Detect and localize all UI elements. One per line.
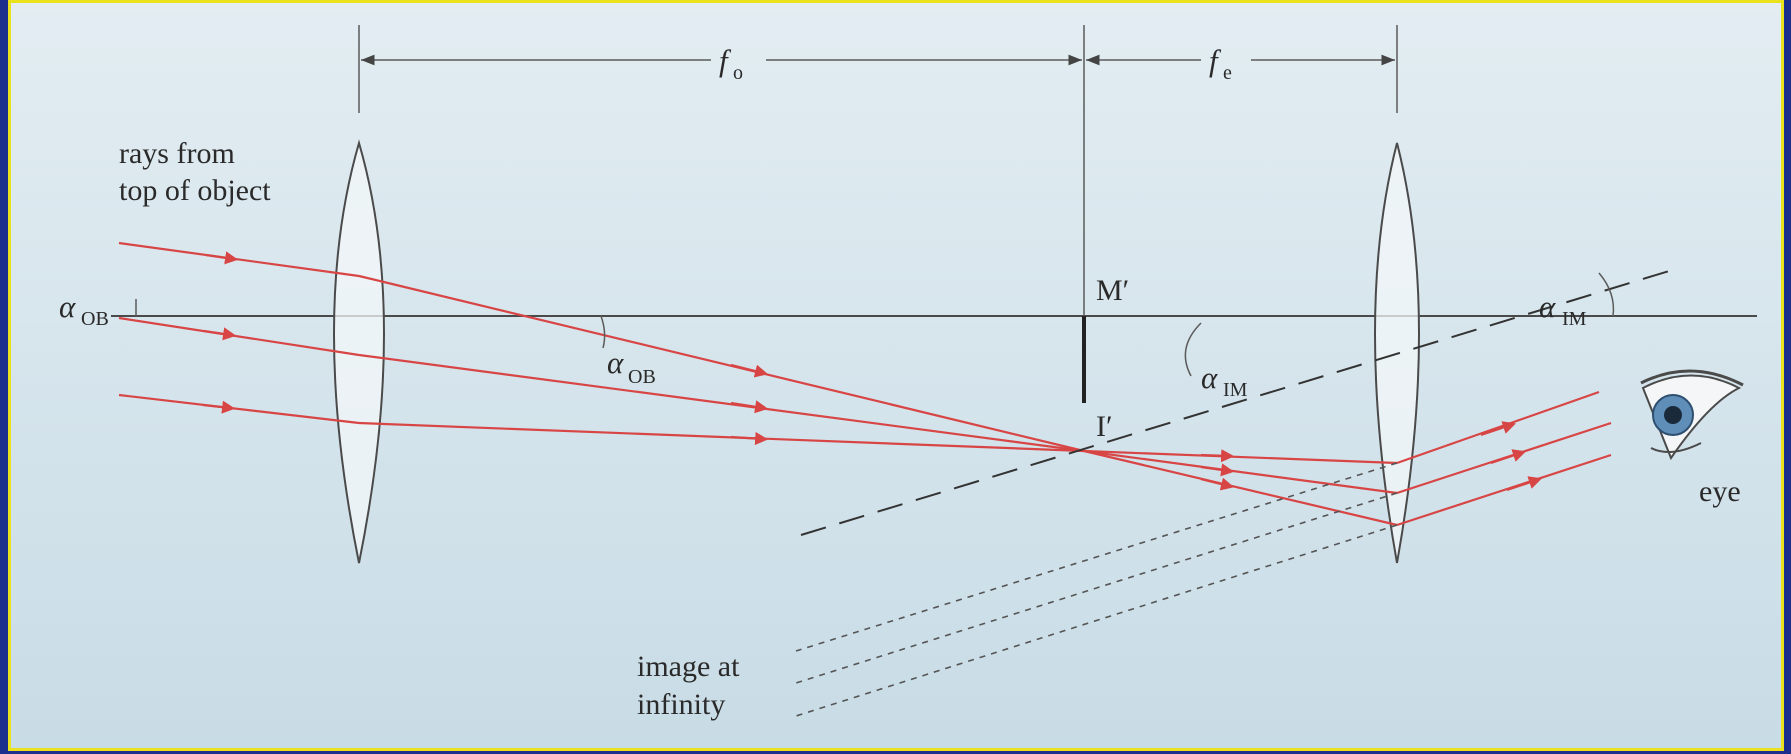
fe-label: f <box>1209 43 1222 78</box>
angle-arc-center <box>600 315 606 349</box>
i-prime-label: I′ <box>1096 410 1113 443</box>
alpha-ob-center-sub: OB <box>628 366 656 388</box>
arrow-diverging-middle <box>1200 463 1235 477</box>
fe-subscript: e <box>1223 62 1232 84</box>
image-direction-line <box>800 267 1680 536</box>
incoming-ray-top <box>118 241 360 278</box>
dotted-extension-bottom <box>795 524 1398 717</box>
arrow-converging-top <box>730 363 769 378</box>
image-label-line1: image at <box>637 650 740 683</box>
alpha-im-right-label: α <box>1539 289 1556 324</box>
exit-ray-bottom <box>1396 453 1612 527</box>
telescope-ray-diagram: f o f e rays from top of object α OB <box>59 25 1757 721</box>
eye-label: eye <box>1699 475 1741 508</box>
converging-ray-bottom <box>358 421 1085 453</box>
arrow-incoming-middle <box>203 327 237 341</box>
arrow-exit-bottom <box>1506 476 1543 492</box>
arrow-incoming-bottom <box>202 400 236 414</box>
eye-icon <box>1640 369 1744 461</box>
arrow-converging-middle <box>730 400 769 414</box>
arrow-converging-bottom <box>730 431 769 446</box>
rays-label-line1: rays from <box>119 137 235 170</box>
alpha-im-center-sub: IM <box>1223 379 1248 401</box>
arrow-incoming-top <box>205 251 239 265</box>
arrow-diverging-top <box>1200 449 1235 463</box>
angle-arc-im-right <box>1598 272 1615 317</box>
alpha-ob-left-label: α <box>59 289 76 324</box>
angle-arc-im-center <box>1184 322 1202 377</box>
arrow-diverging-bottom <box>1200 477 1235 491</box>
dotted-extension-top <box>795 462 1398 652</box>
arrow-exit-top <box>1480 421 1517 437</box>
m-prime-label: M′ <box>1096 274 1129 307</box>
image-label-line2: infinity <box>637 688 725 721</box>
alpha-ob-left-sub: OB <box>81 308 109 330</box>
alpha-im-right-sub: IM <box>1562 308 1587 330</box>
alpha-im-center-label: α <box>1201 360 1218 395</box>
diverging-ray-bottom <box>1083 449 1398 527</box>
dotted-extension-middle <box>795 492 1398 684</box>
converging-ray-top <box>358 274 1085 453</box>
incoming-ray-bottom <box>118 393 360 425</box>
fo-label: f <box>719 43 732 78</box>
alpha-ob-center-label: α <box>607 345 624 380</box>
fo-subscript: o <box>733 62 743 84</box>
rays-label-line2: top of object <box>119 174 271 207</box>
arrow-exit-middle <box>1490 449 1527 465</box>
diverging-ray-top <box>1083 449 1398 465</box>
incoming-ray-middle <box>118 316 360 357</box>
converging-ray-middle <box>358 353 1085 453</box>
objective-lens <box>333 139 385 564</box>
diagram-panel: f o f e rays from top of object α OB <box>8 0 1784 751</box>
diverging-ray-middle <box>1083 449 1398 495</box>
exit-ray-top <box>1396 390 1600 465</box>
